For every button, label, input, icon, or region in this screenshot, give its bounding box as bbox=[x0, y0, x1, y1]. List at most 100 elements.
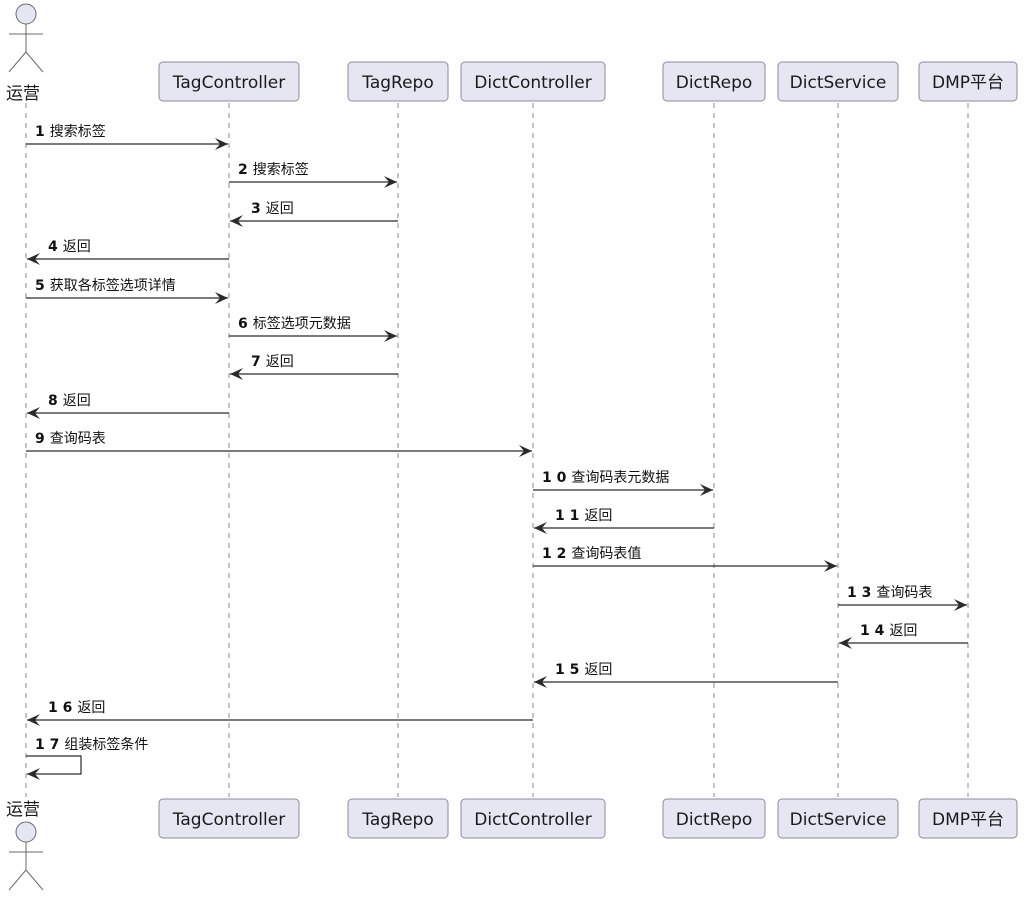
message-number: 1 0 bbox=[542, 470, 567, 486]
arrowhead-icon bbox=[215, 138, 228, 150]
participant-dictsvc-bottom: DictService bbox=[777, 798, 899, 839]
message-number: 5 bbox=[35, 278, 45, 294]
message-text: 返回 bbox=[889, 623, 917, 639]
participant-box bbox=[158, 61, 300, 102]
participant-tagrepo-bottom: TagRepo bbox=[347, 798, 449, 839]
arrowhead-icon bbox=[27, 714, 40, 726]
message-label: 2 搜索标签 bbox=[238, 161, 309, 178]
arrowhead-icon bbox=[954, 599, 967, 611]
participant-box bbox=[777, 61, 899, 102]
participant-box bbox=[460, 61, 606, 102]
message-2: 2 搜索标签 bbox=[229, 161, 397, 188]
message-text: 查询码表元数据 bbox=[571, 470, 669, 486]
lifelines bbox=[25, 103, 969, 797]
message-13: 1 3 查询码表 bbox=[838, 585, 967, 611]
arrowhead-icon bbox=[230, 368, 243, 380]
arrowhead-icon bbox=[534, 522, 547, 534]
message-12: 1 2 查询码表值 bbox=[533, 546, 837, 572]
participant-box bbox=[662, 798, 766, 839]
participant-box bbox=[158, 798, 300, 839]
message-text: 标签选项元数据 bbox=[253, 315, 351, 332]
message-text: 查询码表值 bbox=[571, 546, 641, 562]
participant-label: TagController bbox=[172, 73, 285, 93]
message-number: 1 4 bbox=[860, 623, 885, 639]
arrowhead-icon bbox=[700, 484, 713, 496]
participant-box bbox=[347, 61, 449, 102]
participant-dictrepo-bottom: DictRepo bbox=[662, 798, 766, 839]
message-number: 7 bbox=[251, 354, 261, 370]
arrowhead-icon bbox=[519, 445, 532, 457]
participant-label: DictService bbox=[790, 810, 887, 830]
participant-label: DMP平台 bbox=[932, 73, 1004, 93]
message-text: 返回 bbox=[63, 393, 91, 409]
participant-label: TagRepo bbox=[361, 810, 433, 830]
participant-box bbox=[918, 61, 1018, 102]
participant-dictrepo-top: DictRepo bbox=[662, 61, 766, 102]
actor-label: 运营 bbox=[6, 84, 40, 104]
participants-bottom: 运营 TagController TagRepo DictController Dict… bbox=[6, 798, 1018, 891]
participant-label: DictController bbox=[474, 810, 591, 830]
participants-top: 运营 TagController TagRepo DictController Dict… bbox=[6, 3, 1018, 104]
message-number: 1 bbox=[35, 124, 45, 140]
participant-box bbox=[460, 798, 606, 839]
message-label: 8 返回 bbox=[48, 393, 91, 409]
message-text: 查询码表 bbox=[50, 431, 106, 447]
participant-box bbox=[347, 798, 449, 839]
message-number: 2 bbox=[238, 162, 248, 178]
message-text: 返回 bbox=[266, 354, 294, 370]
message-text: 搜索标签 bbox=[253, 161, 309, 178]
arrowhead-icon bbox=[27, 253, 40, 265]
participant-tagrepo-top: TagRepo bbox=[347, 61, 449, 102]
message-label: 1 3 查询码表 bbox=[847, 585, 932, 601]
message-number: 4 bbox=[48, 239, 58, 255]
message-number: 3 bbox=[251, 201, 261, 217]
message-number: 1 6 bbox=[48, 700, 72, 716]
actor-ops-top: 运营 bbox=[6, 3, 44, 104]
participant-box bbox=[918, 798, 1018, 839]
message-text: 获取各标签选项详情 bbox=[50, 277, 176, 294]
participant-label: DictController bbox=[474, 73, 591, 93]
message-number: 1 7 bbox=[35, 737, 59, 753]
participant-box bbox=[662, 61, 766, 102]
message-text: 查询码表 bbox=[876, 585, 932, 601]
participant-dictctrl-top: DictController bbox=[460, 61, 606, 102]
message-6: 6 标签选项元数据 bbox=[229, 315, 397, 342]
actor-label: 运营 bbox=[6, 800, 40, 820]
message-5: 5 获取各标签选项详情 bbox=[26, 277, 228, 304]
message-number: 1 5 bbox=[555, 662, 579, 678]
message-number: 8 bbox=[48, 393, 58, 409]
participant-dmp-bottom: DMP平台 bbox=[918, 798, 1018, 839]
participant-dmp-top: DMP平台 bbox=[918, 61, 1018, 102]
message-number: 1 2 bbox=[542, 546, 566, 562]
message-label: 1 2 查询码表值 bbox=[542, 546, 641, 562]
participant-label: TagController bbox=[172, 810, 285, 830]
message-text: 搜索标签 bbox=[50, 123, 106, 140]
participant-label: DMP平台 bbox=[932, 810, 1004, 830]
participant-box bbox=[777, 798, 899, 839]
message-text: 返回 bbox=[77, 700, 105, 716]
arrowhead-icon bbox=[27, 407, 40, 419]
participant-label: DictRepo bbox=[676, 73, 753, 93]
arrowhead-icon bbox=[384, 176, 397, 188]
arrowhead-icon bbox=[215, 292, 228, 304]
message-number: 9 bbox=[35, 431, 45, 447]
message-number: 1 3 bbox=[847, 585, 871, 601]
participant-label: DictService bbox=[790, 73, 887, 93]
participant-tagctrl-top: TagController bbox=[158, 61, 300, 102]
message-number: 6 bbox=[238, 316, 248, 332]
